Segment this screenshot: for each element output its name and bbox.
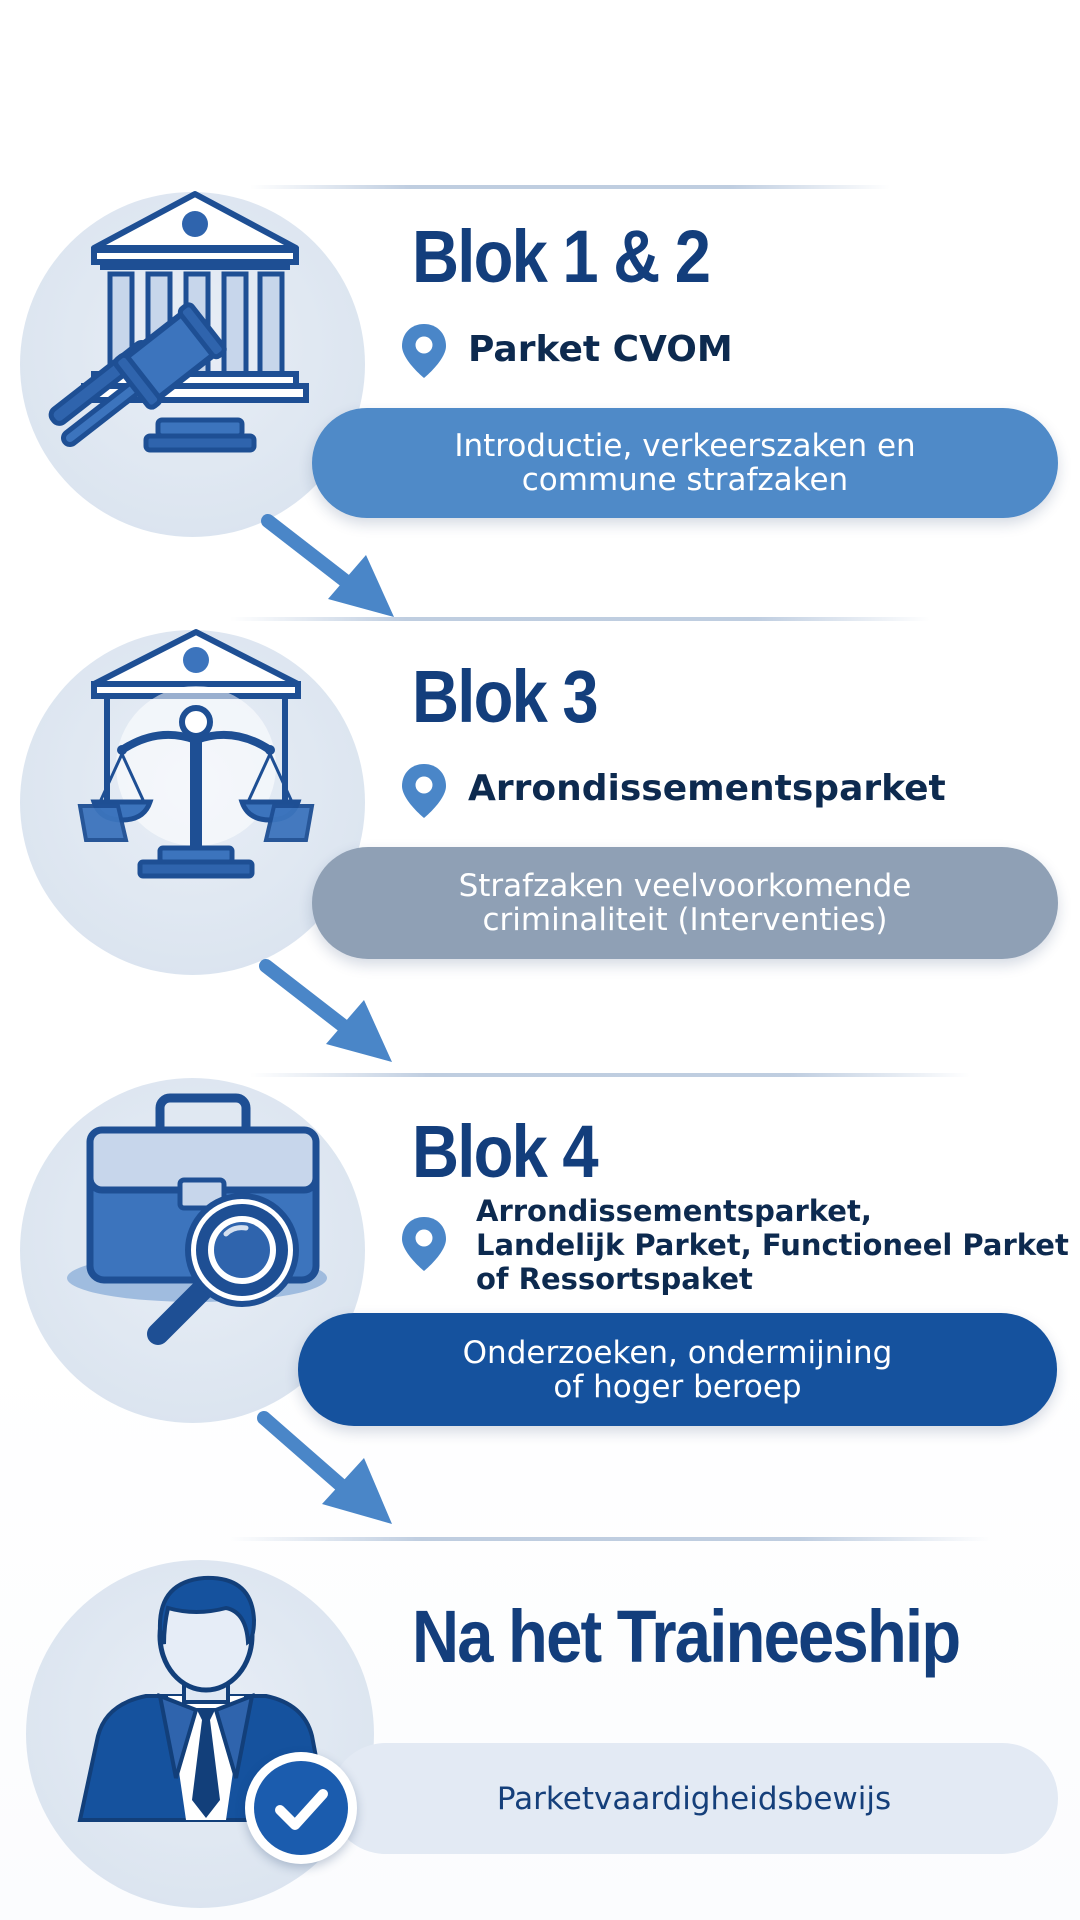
checkmark-icon [275, 1789, 328, 1830]
step-description-pill: Introductie, verkeerszaken en commune st… [312, 408, 1058, 518]
location-pin-icon [402, 324, 446, 378]
step-description: Parketvaardigheidsbewijs [496, 1780, 892, 1817]
arrow-down-right-icon [257, 1411, 392, 1524]
divider-top [250, 185, 890, 189]
step-description: Introductie, verkeerszaken en commune st… [454, 428, 916, 498]
step-title: Blok 4 [412, 1110, 599, 1193]
step-title: Blok 1 & 2 [412, 215, 711, 298]
location-pin-icon [402, 764, 446, 818]
step-description-pill: Strafzaken veelvoorkomende criminaliteit… [312, 847, 1058, 959]
courthouse-scales-icon [77, 629, 315, 879]
arrow-down-right-icon [261, 514, 394, 617]
step-location: Arrondissementsparket [468, 768, 946, 809]
arrow-down-right-icon [259, 959, 392, 1062]
briefcase-magnifier-icon [67, 1093, 327, 1345]
step-location: Parket CVOM [468, 329, 733, 370]
step-location: Arrondissementsparket, Landelijk Parket,… [476, 1194, 1069, 1296]
divider-3 [230, 1537, 990, 1541]
location-pin-icon [402, 1217, 446, 1271]
step-description-pill: Parketvaardigheidsbewijs [330, 1743, 1058, 1854]
step-description: Strafzaken veelvoorkomende criminaliteit… [458, 868, 912, 938]
step-description-pill: Onderzoeken, ondermijning of hoger beroe… [298, 1313, 1057, 1426]
step-title: Blok 3 [412, 655, 599, 738]
courthouse-gavel-icon [48, 191, 309, 453]
step-title: Na het Traineeship [412, 1595, 961, 1678]
checkmark-badge [245, 1752, 357, 1864]
divider-2 [250, 1073, 970, 1077]
step-description: Onderzoeken, ondermijning of hoger beroe… [462, 1334, 893, 1405]
divider-1 [230, 617, 930, 621]
checkmark-badge-fill [254, 1761, 348, 1855]
